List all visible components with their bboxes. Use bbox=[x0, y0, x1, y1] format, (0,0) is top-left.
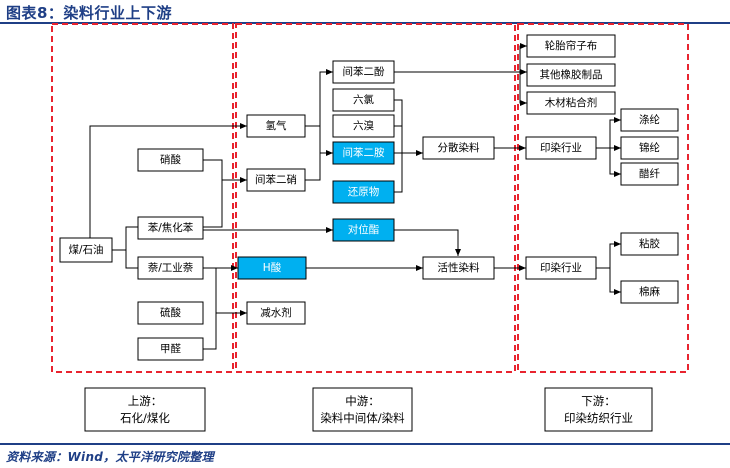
figure-title: 图表8：染料行业上下游 bbox=[6, 4, 172, 22]
node-nylon-label: 锦纶 bbox=[639, 141, 660, 154]
node-other-rubber-label: 其他橡胶制品 bbox=[540, 68, 603, 81]
node-formaldehyde-label: 甲醛 bbox=[160, 342, 181, 355]
stage-midstream: 中游： 染料中间体/染料 bbox=[312, 387, 413, 432]
node-hydrogen: 氢气 bbox=[246, 114, 306, 138]
node-other-rubber: 其他橡胶制品 bbox=[526, 63, 616, 87]
stage-upstream-label: 上游： bbox=[128, 394, 163, 408]
node-m-dinitrobenzene-label: 间苯二硝 bbox=[255, 173, 297, 186]
node-printing-dyeing-2-label: 印染行业 bbox=[540, 261, 582, 274]
node-acetate-label: 醋纤 bbox=[639, 167, 660, 180]
node-benzene-coke-label: 苯/焦化苯 bbox=[148, 221, 194, 234]
node-hexabromo-label: 六溴 bbox=[353, 119, 374, 132]
node-p-aminophenol-label: 对位酯 bbox=[348, 223, 380, 236]
stage-regions bbox=[51, 23, 689, 373]
stage-downstream: 下游： 印染纺织行业 bbox=[544, 387, 653, 432]
node-polyester: 涤纶 bbox=[620, 108, 679, 132]
node-reductant-label: 还原物 bbox=[348, 185, 380, 198]
node-viscose: 粘胶 bbox=[620, 232, 679, 256]
node-disperse-dye: 分散染料 bbox=[422, 136, 495, 160]
node-tire-cord: 轮胎帘子布 bbox=[526, 34, 616, 58]
node-wood-adhesive: 木材粘合剂 bbox=[526, 91, 616, 115]
node-sulfuric-acid: 硫酸 bbox=[137, 301, 204, 325]
stage-downstream-label: 下游： bbox=[581, 394, 616, 408]
node-nylon: 锦纶 bbox=[620, 136, 679, 160]
node-naphthalene-label: 萘/工业萘 bbox=[148, 262, 194, 274]
node-m-dinitrobenzene: 间苯二硝 bbox=[246, 168, 306, 192]
node-m-phenylenediol: 间苯二酚 bbox=[332, 60, 395, 84]
node-benzene-coke: 苯/焦化苯 bbox=[137, 216, 204, 240]
node-printing-dyeing-2: 印染行业 bbox=[525, 256, 597, 280]
node-m-phenylenediamine-label: 间苯二胺 bbox=[343, 146, 385, 159]
node-acetate: 醋纤 bbox=[620, 162, 679, 186]
header-rule bbox=[0, 22, 730, 24]
node-formaldehyde: 甲醛 bbox=[137, 337, 204, 361]
node-printing-dyeing-1: 印染行业 bbox=[525, 136, 597, 160]
node-h-acid-label: H酸 bbox=[263, 261, 282, 274]
node-disperse-dye-label: 分散染料 bbox=[438, 141, 480, 154]
figure-header: 图表8：染料行业上下游 bbox=[0, 0, 730, 24]
node-m-phenylenediamine: 间苯二胺 bbox=[332, 141, 395, 165]
nodes: 煤/石油 硝酸 苯/焦化苯 萘/工业萘 硫酸 甲醛 氢气 间苯二硝 bbox=[59, 34, 679, 361]
node-p-aminophenol: 对位酯 bbox=[332, 218, 395, 242]
midstream-region bbox=[235, 23, 516, 373]
stage-upstream-desc: 石化/煤化 bbox=[120, 411, 170, 425]
node-m-phenylenediol-label: 间苯二酚 bbox=[343, 65, 385, 78]
node-reactive-dye-label: 活性染料 bbox=[438, 261, 480, 274]
downstream-region bbox=[517, 23, 689, 373]
node-naphthalene: 萘/工业萘 bbox=[137, 256, 204, 280]
node-hydrogen-label: 氢气 bbox=[266, 119, 287, 132]
node-nitric-acid-label: 硝酸 bbox=[160, 153, 181, 166]
node-hexabromo: 六溴 bbox=[332, 114, 395, 138]
footer-rule bbox=[0, 443, 730, 445]
node-cotton-linen: 棉麻 bbox=[620, 280, 679, 304]
node-printing-dyeing-1-label: 印染行业 bbox=[540, 141, 582, 154]
node-reductant: 还原物 bbox=[332, 180, 395, 204]
upstream-region bbox=[51, 23, 234, 373]
node-reactive-dye: 活性染料 bbox=[422, 256, 495, 280]
node-coal-oil: 煤/石油 bbox=[59, 237, 113, 263]
node-viscose-label: 粘胶 bbox=[639, 237, 660, 250]
stage-captions: 上游： 石化/煤化 中游： 染料中间体/染料 下游： 印染纺织行业 bbox=[84, 387, 653, 432]
node-tire-cord-label: 轮胎帘子布 bbox=[545, 39, 598, 52]
stage-upstream: 上游： 石化/煤化 bbox=[84, 387, 206, 432]
node-cotton-linen-label: 棉麻 bbox=[639, 285, 660, 298]
node-coal-oil-label: 煤/石油 bbox=[68, 243, 103, 256]
connectors bbox=[89, 43, 621, 350]
node-nitric-acid: 硝酸 bbox=[137, 148, 204, 172]
node-hexachloro-label: 六氯 bbox=[353, 93, 374, 106]
node-sulfuric-acid-label: 硫酸 bbox=[160, 306, 181, 319]
node-hexachloro: 六氯 bbox=[332, 88, 395, 112]
node-polyester-label: 涤纶 bbox=[639, 113, 660, 126]
node-water-reducer-label: 减水剂 bbox=[260, 306, 292, 319]
node-water-reducer: 减水剂 bbox=[246, 301, 306, 325]
stage-downstream-desc: 印染纺织行业 bbox=[564, 411, 633, 425]
stage-midstream-label: 中游： bbox=[345, 394, 380, 408]
node-h-acid: H酸 bbox=[237, 256, 307, 280]
node-wood-adhesive-label: 木材粘合剂 bbox=[545, 96, 598, 109]
source-note: 资料来源：Wind，太平洋研究院整理 bbox=[6, 450, 214, 464]
stage-midstream-desc: 染料中间体/染料 bbox=[320, 411, 405, 425]
